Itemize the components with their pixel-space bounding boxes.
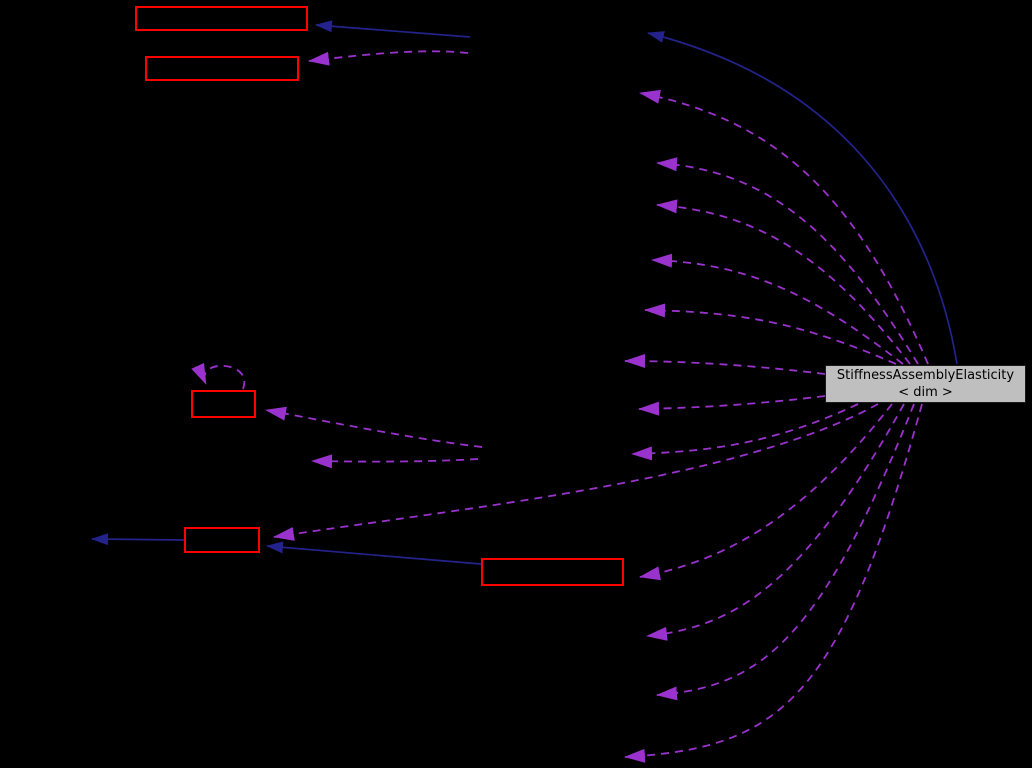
usage-edge (644, 303, 897, 365)
main-class-name: StiffnessAssemblyElasticity (836, 368, 1015, 383)
class-node-mid-self-loop[interactable] (191, 390, 256, 418)
usage-edge (656, 403, 915, 701)
inheritance-edge (647, 31, 958, 365)
inheritance-edge (91, 533, 185, 546)
usage-edge (308, 50, 469, 66)
class-node-bottom-left[interactable] (184, 527, 260, 553)
usage-edge (273, 403, 879, 541)
usage-edge (624, 403, 923, 763)
self-loop-usage-edge (191, 362, 246, 390)
usage-edge (656, 199, 911, 365)
usage-edge (638, 395, 826, 416)
usage-edge (265, 406, 483, 448)
usage-edge (311, 454, 479, 469)
main-class-node: StiffnessAssemblyElasticity < dim > (825, 365, 1026, 403)
class-node-top-1[interactable] (135, 6, 308, 31)
usage-edge (639, 403, 893, 581)
class-node-bottom-mid[interactable] (481, 558, 624, 586)
inheritance-edge (266, 541, 482, 565)
usage-edge (651, 253, 904, 365)
usage-edge (646, 403, 905, 641)
usage-edge (656, 157, 919, 365)
main-class-template-param: < dim > (898, 385, 953, 400)
usage-edge (631, 403, 859, 461)
usage-edge (624, 354, 826, 375)
inheritance-edge (315, 20, 471, 38)
usage-edge (639, 89, 929, 365)
class-node-top-2[interactable] (145, 56, 299, 81)
